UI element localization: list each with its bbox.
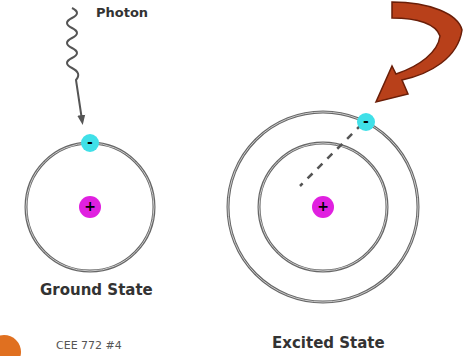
outer-orbit-highlight	[228, 112, 418, 302]
nucleus	[312, 196, 334, 218]
charge-sign: +	[84, 199, 96, 213]
slide-number: CEE 772 #4	[56, 340, 122, 351]
photon-wave	[67, 8, 82, 120]
state-label: Excited State	[272, 336, 385, 351]
curved-arrow	[376, 2, 462, 102]
ground-orbit-highlight	[26, 143, 154, 271]
charge-sign: +	[317, 199, 329, 213]
charge-sign: -	[363, 114, 369, 128]
charge-sign: -	[87, 135, 93, 149]
nucleus	[79, 196, 101, 218]
state-label: Ground State	[40, 283, 153, 298]
electron	[81, 134, 99, 152]
photon-label: Photon	[96, 6, 148, 19]
ground-orbit	[26, 143, 154, 271]
corner-dot	[0, 335, 21, 356]
transition-path	[300, 124, 362, 186]
electron	[357, 113, 375, 131]
inner-orbit-highlight	[259, 143, 387, 271]
outer-orbit	[228, 112, 418, 302]
inner-orbit	[259, 143, 387, 271]
